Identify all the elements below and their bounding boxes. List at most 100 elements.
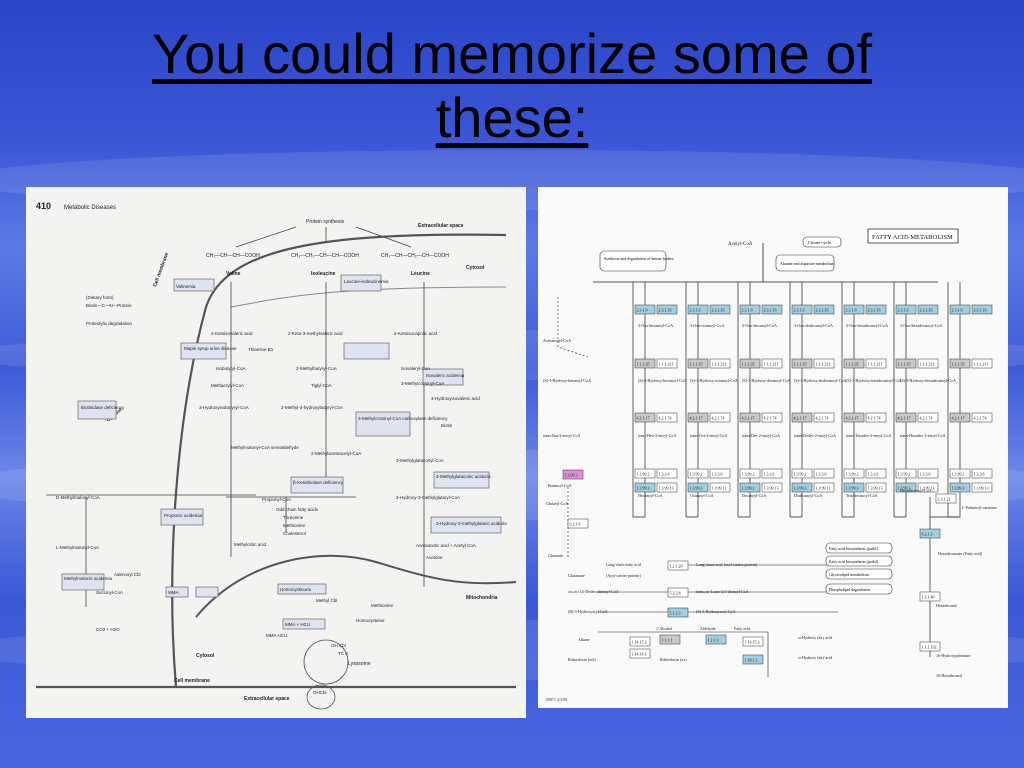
cell-membrane-curve — [171, 233, 507, 688]
enzyme-box — [865, 412, 887, 423]
enzyme-box — [895, 304, 917, 315]
enzyme-code: 1.3.99.13 — [868, 486, 883, 491]
enzyme-code: 2.3.1.16 — [816, 308, 829, 313]
metabolic-diseases-diagram: 410 Metabolic Diseases Extracellular spa… — [36, 201, 517, 710]
enzyme-code: 4.2.1.74 — [659, 416, 672, 421]
enzyme-box — [791, 412, 813, 423]
enzyme-code: 1.1.1.35 — [846, 362, 859, 367]
compound-label: 1-Alcohol — [656, 626, 673, 631]
enzyme-box — [656, 412, 678, 423]
compound-label: (S)-3-Hydroxy-dodecanoyl-CoA — [794, 378, 847, 383]
enzyme-code: 4.2.1.74 — [764, 416, 777, 421]
acetyl-coa-label: Acetyl-CoA — [728, 242, 753, 247]
slide-title: You could memorize some of these: — [0, 22, 1024, 150]
enzyme-box — [567, 518, 589, 529]
enzyme-code: 1.3.99.13 — [816, 486, 831, 491]
enzyme-code: 1.1.1.211 — [764, 362, 779, 367]
compound-label: 16-Hydroxypalmitate — [936, 653, 971, 658]
metabolite-label: Propionic acidemia — [164, 513, 203, 518]
enzyme-box — [687, 468, 709, 479]
disease-boxes — [61, 274, 502, 630]
enzyme-box — [687, 358, 709, 369]
compound-label: Acetoacetyl-CoA — [543, 338, 571, 343]
enzyme-box — [919, 591, 941, 602]
enzyme-code: 1.3.99.3 — [898, 486, 911, 491]
enzyme-box — [843, 412, 865, 423]
enzyme-code: 1.3.99.2 — [898, 472, 911, 477]
enzyme-box — [709, 482, 731, 493]
enzyme-code: 2.3.1.16 — [764, 308, 777, 313]
enzyme-box — [761, 358, 783, 369]
compound-label: trans-Tetradec-2-enoyl-CoA — [846, 433, 891, 438]
enzyme-code: 4.2.1.17 — [690, 416, 703, 421]
metabolite-label: Adenosyl Cbl — [114, 572, 141, 577]
metabolite-label: Odd chain fatty acids — [276, 507, 319, 512]
enzyme-box — [761, 412, 783, 423]
enzyme-code: 5.1.2.3 — [670, 611, 681, 616]
pathway-link-box — [825, 583, 893, 595]
enzyme-box — [935, 493, 957, 504]
enzyme-code: 1.3.99.13 — [712, 486, 727, 491]
enzyme-box — [656, 358, 678, 369]
pathway-link-label: Fatty acid biosynthesis (path2) — [829, 559, 879, 564]
region-cell-membrane-side: Cell membrane — [152, 252, 170, 288]
region-cytosol-top: Cytosol — [466, 265, 485, 271]
enzyme-code: 1.1.1.35 — [637, 362, 650, 367]
enzyme-box — [971, 304, 993, 315]
enzyme-code: 1.3.99.3 — [742, 486, 755, 491]
enzyme-box — [971, 358, 993, 369]
compound-label: Octanoyl-CoA — [690, 493, 714, 498]
enzyme-box — [709, 358, 731, 369]
pathway-spines — [230, 282, 425, 587]
compound-label: Alkane — [578, 637, 590, 642]
metabolite-label: Isobutyryl-CoA — [216, 366, 246, 371]
isoleucine-structure: CH₃—CH₂—CH—CH—COOH — [291, 253, 359, 259]
enzyme-box — [656, 468, 678, 479]
enzyme-code: 6.2.1.6 — [570, 522, 581, 527]
enzyme-code: 1.3.3.6 — [868, 472, 879, 477]
map-title: FATTY ACID METABOLISM — [872, 234, 953, 241]
enzyme-box — [865, 468, 887, 479]
page-number: 410 — [36, 201, 51, 211]
enzyme-code: 1.14.14.1 — [632, 652, 647, 657]
enzyme-nodes: 2.3.1.9 2.3.1.16 1.1.1.35 1.1.1.211 4.2.1.17… — [562, 304, 993, 665]
enzyme-box — [629, 636, 651, 647]
enzyme-code: 1.1.1.211 — [816, 362, 831, 367]
compound-label: trans-Hex-2-enoyl-CoA — [638, 433, 676, 438]
compound-label: trans-Dodec-2-enoyl-CoA — [794, 433, 836, 438]
enzyme-box — [687, 412, 709, 423]
enzyme-box — [761, 482, 783, 493]
compound-label: 3-Oxo-hexanoyl-CoA — [638, 323, 673, 328]
metabolite-label: L-Methylmalonyl-CoA — [56, 545, 99, 550]
enzyme-code: 4.2.1.17 — [742, 416, 755, 421]
compound-label: Rubredoxin (ox) — [660, 657, 687, 662]
enzyme-code: 4.2.1.74 — [712, 416, 725, 421]
compound-label: cis,cis-3,6-Dodecadienoyl-CoA — [568, 589, 619, 595]
map-footer: 00071 2/3/98 — [546, 697, 567, 702]
metabolite-label: Valinemia — [176, 284, 196, 289]
metabolite-label: Methionine — [283, 523, 306, 528]
enzyme-code: 2.3.1.9 — [898, 308, 909, 313]
enzyme-code: 2.3.1.9 — [637, 308, 648, 313]
metabolite-label: β-Ketothiolase deficiency — [293, 480, 344, 485]
compound-label: trans,cis-Lauro-2,6-dienoyl-CoA — [696, 589, 749, 595]
enzyme-code: 1.3.99.13 — [659, 486, 674, 491]
valine-label: Valine — [226, 271, 241, 277]
enzyme-box — [949, 412, 971, 423]
enzyme-code: 1.1.1.211 — [920, 362, 935, 367]
enzyme-code: 1.1.1.35 — [742, 362, 755, 367]
enzyme-code: 1.3.99.3 — [846, 486, 859, 491]
compound-label: Dodecanoyl-CoA — [794, 493, 822, 498]
enzyme-box — [813, 482, 835, 493]
metabolite-label: Cholesterol — [283, 531, 306, 536]
enzyme-box — [895, 482, 917, 493]
metabolite-label: Leucine-isoleucinemia — [344, 279, 389, 284]
metabolite-label: MMA — [168, 590, 179, 595]
compound-label: (R)-3-Hydroxyacyl-CoA — [568, 609, 608, 614]
metabolite-label: Threonine — [283, 515, 304, 520]
enzyme-box — [813, 468, 835, 479]
enzyme-box — [687, 304, 709, 315]
enzyme-box — [634, 482, 656, 493]
enzyme-box — [865, 304, 887, 315]
enzyme-box — [659, 634, 681, 645]
